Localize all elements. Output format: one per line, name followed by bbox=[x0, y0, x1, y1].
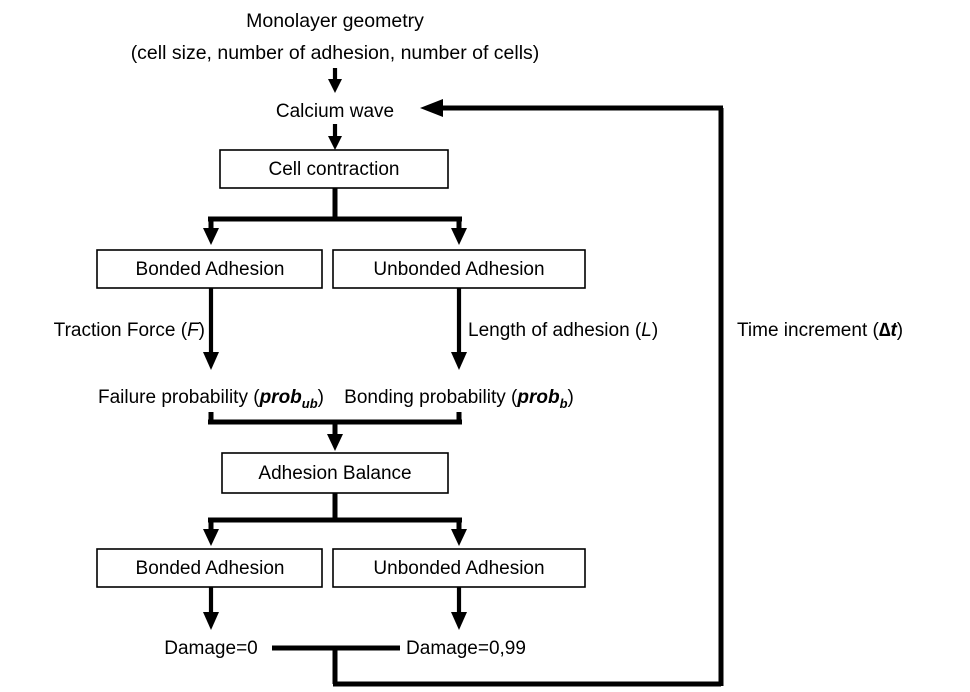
time-increment-close: ) bbox=[897, 320, 903, 341]
feedback-loop-time-increment bbox=[333, 99, 724, 687]
length-adhesion-text: Length of adhesion ( bbox=[468, 320, 642, 341]
length-adhesion-close: ) bbox=[652, 320, 658, 341]
bonding-prob-symbol: prob bbox=[516, 387, 560, 408]
title-line-1: Monolayer geometry bbox=[246, 10, 424, 32]
edge-label-traction-force: Traction Force (F) bbox=[54, 320, 205, 341]
arrow-bonded-to-failure-prob bbox=[203, 288, 219, 370]
node-bonded-adhesion-top-label: Bonded Adhesion bbox=[136, 259, 285, 280]
arrow-calcium-to-contraction bbox=[328, 124, 342, 150]
node-bonded-adhesion-bottom-box bbox=[96, 548, 323, 588]
outcome-damage-zero: Damage=0 bbox=[164, 638, 257, 659]
arrow-bonded-to-damage-zero bbox=[203, 587, 219, 630]
traction-force-text: Traction Force ( bbox=[54, 320, 188, 341]
time-increment-text: Time increment ( bbox=[737, 320, 879, 341]
node-bonded-adhesion-top-box bbox=[96, 249, 323, 289]
node-unbonded-adhesion-top-label: Unbonded Adhesion bbox=[373, 259, 544, 280]
title-line-2: (cell size, number of adhesion, number o… bbox=[131, 42, 540, 64]
node-unbonded-adhesion-top-box bbox=[332, 249, 586, 289]
length-adhesion-symbol: L bbox=[641, 320, 652, 341]
merge-probabilities-to-balance bbox=[208, 412, 462, 451]
failure-prob-text: Failure probability ( bbox=[98, 387, 260, 408]
node-bonding-probability: Bonding probability (probb) bbox=[344, 387, 574, 411]
node-failure-probability: Failure probability (probub) bbox=[98, 387, 324, 411]
edge-label-length-adhesion: Length of adhesion (L) bbox=[468, 320, 658, 341]
split-contraction-to-adhesions bbox=[203, 188, 467, 245]
time-increment-symbol: ∆t bbox=[879, 320, 898, 341]
connector-damage-join bbox=[272, 645, 400, 684]
node-unbonded-adhesion-bottom-box bbox=[332, 548, 586, 588]
failure-prob-symbol: prob bbox=[259, 387, 303, 408]
bonding-prob-close: ) bbox=[568, 387, 574, 408]
node-calcium-wave: Calcium wave bbox=[276, 101, 394, 122]
node-adhesion-balance-box bbox=[221, 452, 449, 494]
bonding-prob-subscript: b bbox=[560, 396, 568, 411]
node-adhesion-balance-label: Adhesion Balance bbox=[258, 463, 411, 484]
arrow-unbonded-to-bonding-prob bbox=[451, 288, 467, 370]
traction-force-close: ) bbox=[199, 320, 205, 341]
node-cell-contraction-label: Cell contraction bbox=[269, 159, 400, 180]
arrow-unbonded-to-damage-high bbox=[451, 587, 467, 630]
edge-label-time-increment: Time increment (∆t) bbox=[737, 320, 903, 341]
node-bonded-adhesion-bottom-label: Bonded Adhesion bbox=[136, 558, 285, 579]
bonding-prob-text: Bonding probability ( bbox=[344, 387, 518, 408]
arrow-title-to-calcium bbox=[328, 68, 342, 93]
failure-prob-subscript: ub bbox=[302, 396, 318, 411]
node-unbonded-adhesion-bottom-label: Unbonded Adhesion bbox=[373, 558, 544, 579]
node-cell-contraction-box bbox=[219, 149, 449, 189]
failure-prob-close: ) bbox=[318, 387, 324, 408]
traction-force-symbol: F bbox=[187, 320, 200, 341]
split-balance-to-adhesions bbox=[203, 493, 467, 546]
outcome-damage-high: Damage=0,99 bbox=[406, 638, 526, 659]
